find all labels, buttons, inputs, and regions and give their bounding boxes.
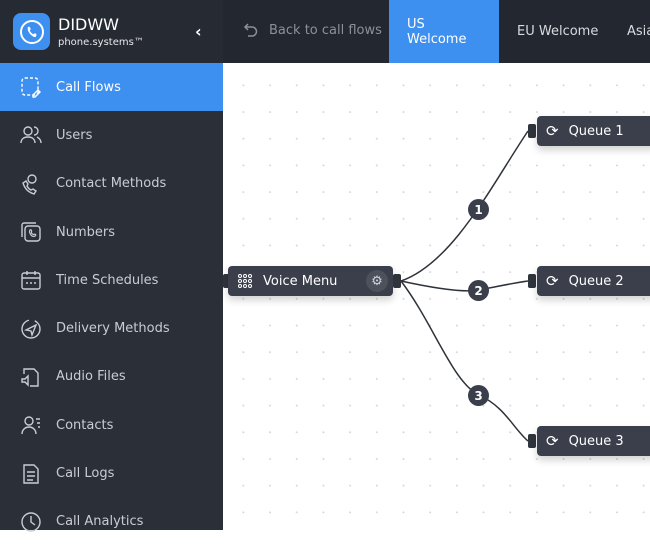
call-flow-icon [21,77,41,98]
sidebar-item-label: Delivery Methods [56,321,170,337]
connection-option-2 [400,280,529,292]
queue-node-1[interactable]: ⟳ Queue 1 [537,116,650,146]
calendar-icon [21,271,41,291]
queue-icon: ⟳ [546,432,559,450]
sidebar-item-label: Call Flows [56,79,121,95]
sidebar-item-call-flows[interactable]: Call Flows [0,63,223,112]
queue-icon: ⟳ [546,272,559,290]
collapse-sidebar-chevron-icon[interactable]: ‹ [195,22,202,41]
option-badge-3[interactable]: 3 [468,385,489,406]
users-icon [20,126,42,144]
audio-file-icon [21,368,39,387]
connection-option-3 [400,280,529,442]
queue-node-3[interactable]: ⟳ Queue 3 [537,426,650,456]
sidebar-item-users[interactable]: Users [0,111,223,159]
sidebar-item-numbers[interactable]: Numbers [0,208,223,256]
sidebar-item-label: Time Schedules [56,272,159,288]
keypad-icon [238,274,252,288]
tab-asia[interactable]: Asia [627,24,650,39]
sidebar-item-delivery-methods[interactable]: Delivery Methods [0,304,223,352]
sidebar-item-label: Call Analytics [56,514,144,530]
connection-option-1 [400,130,529,282]
queue-icon: ⟳ [546,122,559,140]
contacts-icon [21,416,40,435]
node-label: Queue 3 [568,433,624,449]
sidebar-item-label: Contacts [56,417,114,433]
sidebar-item-time-schedules[interactable]: Time Schedules [0,256,223,304]
sidebar-item-label: Audio Files [56,369,126,385]
log-icon [23,463,39,484]
sidebar-item-contacts[interactable]: Contacts [0,401,223,449]
numbers-icon [21,222,41,242]
node-label: Queue 1 [568,123,624,139]
output-port[interactable] [393,274,401,288]
input-port[interactable] [528,124,536,138]
option-badge-1[interactable]: 1 [468,199,489,220]
flow-canvas[interactable]: Voice Menu ⚙ ⟳Queue 1 ⟳Queue 2 ⟳Queue 3 … [223,63,650,530]
back-to-call-flows-link[interactable]: Back to call flows [243,22,382,38]
node-label: Voice Menu [263,273,338,289]
option-badge-2[interactable]: 2 [468,280,489,301]
sidebar-item-contact-methods[interactable]: Contact Methods [0,160,223,208]
undo-arrow-icon [243,23,258,37]
tab-us-welcome[interactable]: US Welcome [389,0,499,63]
tab-eu-welcome[interactable]: EU Welcome [517,24,599,39]
input-port[interactable] [528,274,536,288]
sidebar-item-call-logs[interactable]: Call Logs [0,449,223,497]
contact-methods-icon [22,174,37,195]
send-icon [21,318,41,339]
brand-subtitle: phone.systems™ [58,37,144,48]
input-port[interactable] [223,274,231,288]
settings-gear-icon[interactable]: ⚙ [366,270,388,292]
brand: DIDWW phone.systems™ ‹ [0,0,223,63]
top-bar: DIDWW phone.systems™ ‹ Back to call flow… [0,0,650,63]
sidebar-item-audio-files[interactable]: Audio Files [0,353,223,401]
brand-name: DIDWW [58,15,119,34]
sidebar-item-label: Contact Methods [56,176,167,192]
input-port[interactable] [528,434,536,448]
back-label: Back to call flows [269,22,382,38]
queue-node-2[interactable]: ⟳ Queue 2 [537,266,650,296]
sidebar-item-label: Users [56,127,93,143]
sidebar: Call Flows Users Contact Methods Numbers… [0,63,223,532]
node-label: Queue 2 [568,273,624,289]
sidebar-item-label: Call Logs [56,466,115,482]
voice-menu-node[interactable]: Voice Menu ⚙ [228,266,393,296]
sidebar-item-label: Numbers [56,224,115,240]
sidebar-item-call-analytics[interactable]: Call Analytics [0,498,223,546]
phone-logo-icon [13,13,50,50]
